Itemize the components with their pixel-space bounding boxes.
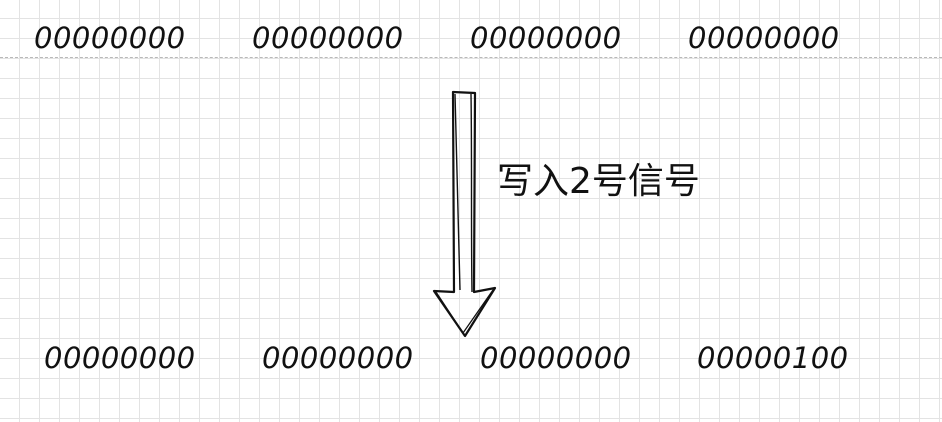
operation-label: 写入2号信号 — [497, 161, 700, 202]
byte-after-4: 00000100 — [697, 341, 849, 375]
register-before: 00000000 00000000 00000000 00000000 — [0, 18, 942, 58]
byte-after-2: 00000000 — [262, 341, 414, 375]
byte-after-3: 00000000 — [480, 341, 632, 375]
dashed-divider — [0, 57, 942, 58]
byte-after-1: 00000000 — [44, 341, 196, 375]
byte-before-3: 00000000 — [470, 21, 622, 55]
down-arrow-icon — [432, 90, 497, 338]
register-after: 00000000 00000000 00000000 00000100 — [0, 338, 942, 378]
byte-before-1: 00000000 — [34, 21, 186, 55]
byte-before-2: 00000000 — [252, 21, 404, 55]
byte-before-4: 00000000 — [688, 21, 840, 55]
